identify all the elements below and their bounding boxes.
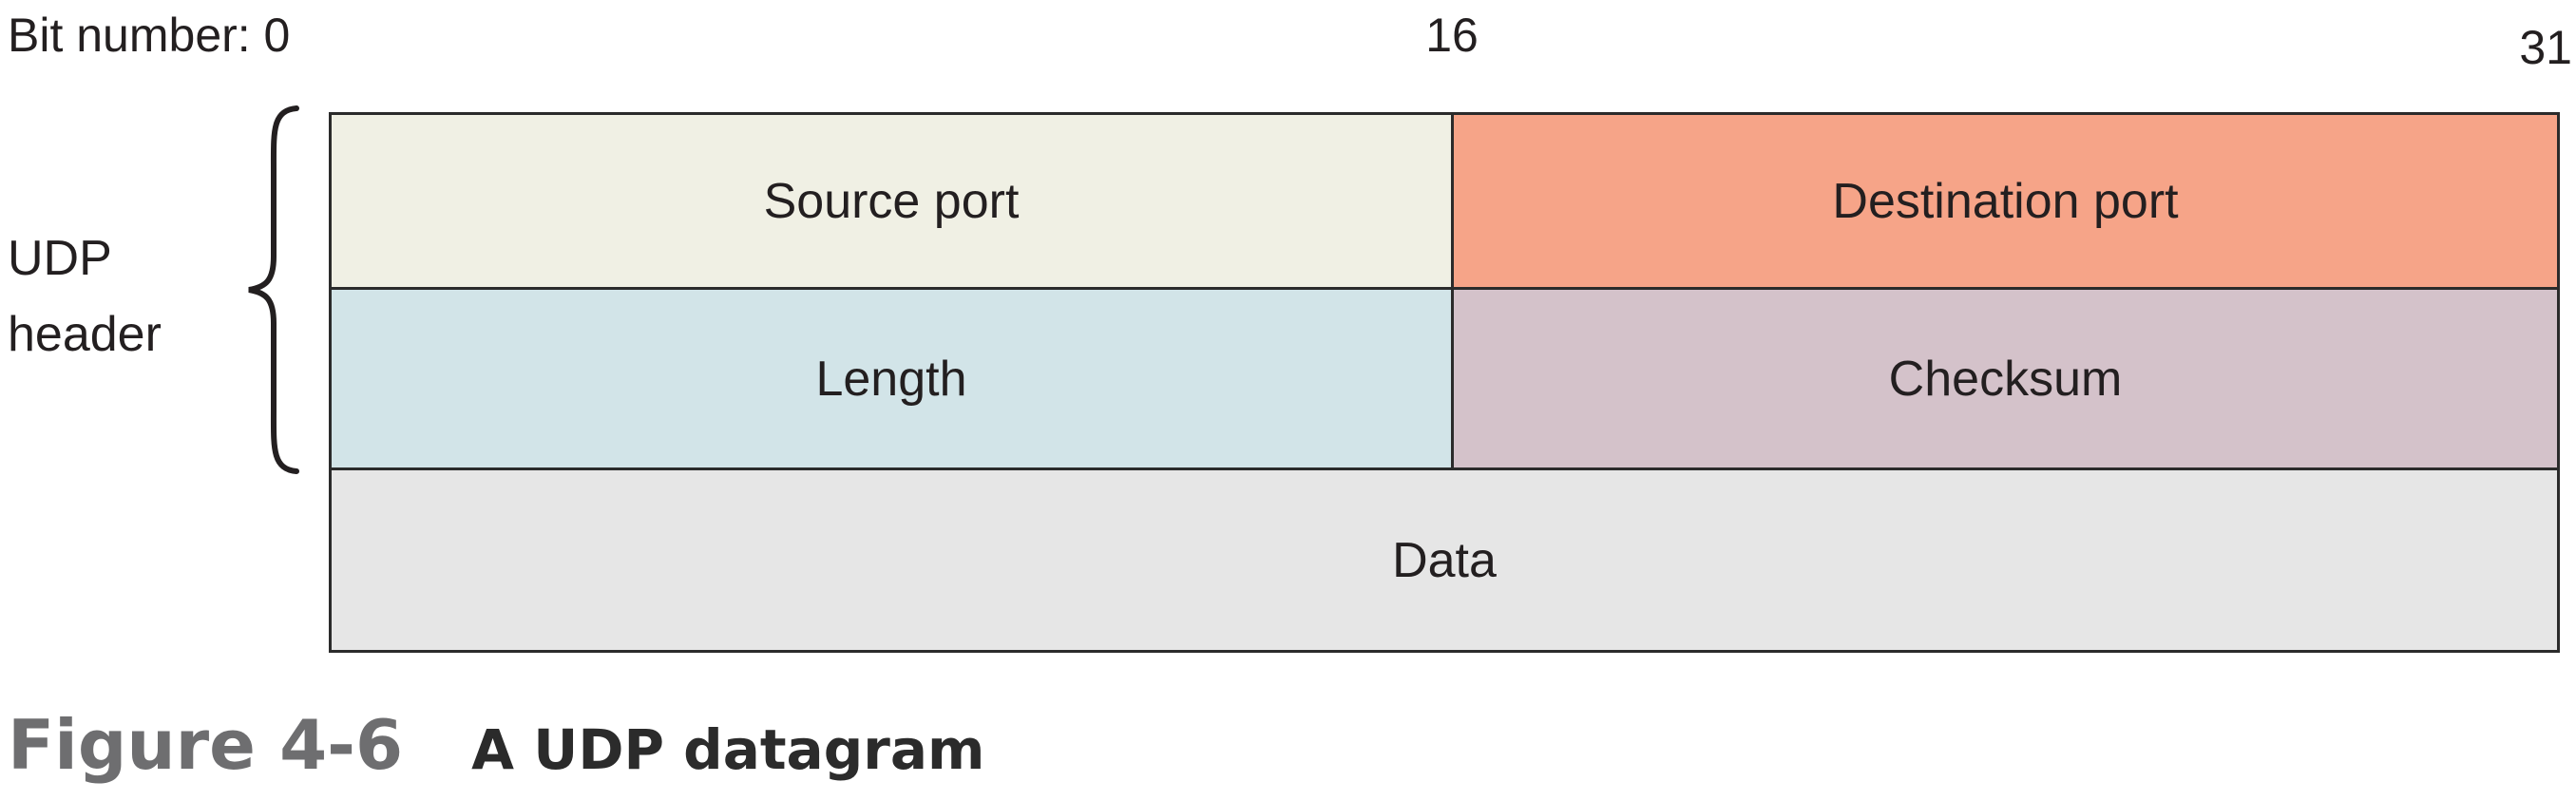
destination-port-label: Destination port xyxy=(1832,173,2179,229)
checksum-field: Checksum xyxy=(1451,287,2560,470)
figure-caption: Figure 4-6 A UDP datagram xyxy=(8,705,984,785)
source-port-label: Source port xyxy=(763,173,1020,229)
destination-port-field: Destination port xyxy=(1451,112,2560,290)
udp-header-label-line2: header xyxy=(8,307,162,362)
checksum-label: Checksum xyxy=(1888,351,2123,407)
bit-number-31-label: 31 xyxy=(2519,21,2572,74)
udp-header-label: UDP header xyxy=(8,220,162,372)
length-field: Length xyxy=(329,287,1454,470)
data-label: Data xyxy=(1392,532,1497,588)
bit-number-16-label: 16 xyxy=(1425,9,1479,62)
figure-title: A UDP datagram xyxy=(471,717,985,782)
udp-header-label-line1: UDP xyxy=(8,231,112,286)
bit-number-start-label: Bit number: 0 xyxy=(8,9,291,62)
length-label: Length xyxy=(815,351,967,407)
figure-number: Figure 4-6 xyxy=(8,705,404,785)
source-port-field: Source port xyxy=(329,112,1454,290)
curly-brace-icon xyxy=(248,105,299,474)
data-field: Data xyxy=(329,467,2560,653)
